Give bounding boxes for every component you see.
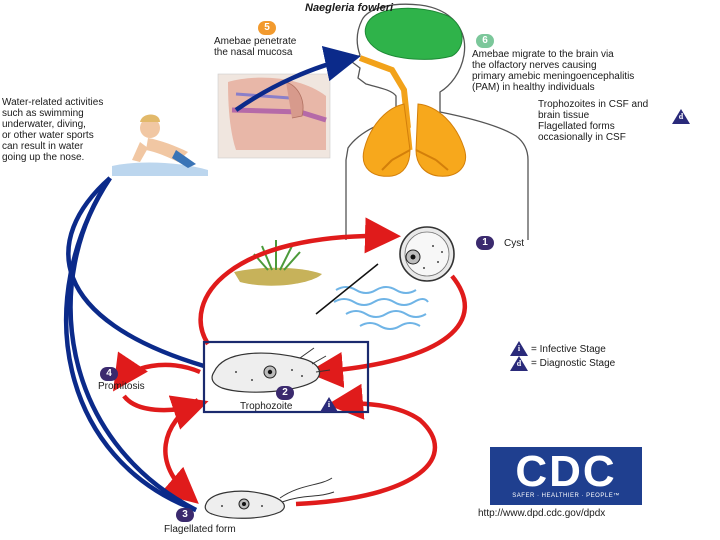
step-6-line: (PAM) in healthy individuals — [472, 82, 595, 93]
source-url[interactable]: http://www.dpd.cdc.gov/dpdx — [478, 508, 606, 519]
right-lung — [415, 103, 466, 177]
legend-infective-icon: i — [510, 341, 528, 356]
infective-letter: i — [327, 400, 331, 409]
infective-stage-icon: i — [320, 397, 338, 412]
csf-note: Trophozoites in CSF and brain tissue Fla… — [538, 99, 648, 143]
csf-line: occasionally in CSF — [538, 132, 626, 143]
water-waves — [333, 286, 429, 330]
cdc-logo: CDC SAFER · HEALTHIER · PEOPLE™ — [490, 447, 642, 505]
legend-diagnostic-letter: d — [516, 359, 522, 368]
cdc-logo-tagline: SAFER · HEALTHIER · PEOPLE™ — [512, 493, 620, 499]
step-6-line: the olfactory nerves causing — [472, 60, 597, 71]
left-lung — [362, 103, 411, 177]
step-1-label: Cyst — [504, 238, 524, 249]
brain — [364, 7, 463, 60]
csf-line: brain tissue — [538, 110, 590, 121]
csf-line: Trophozoites in CSF and — [538, 99, 649, 110]
water-activities-note: Water-related activities such as swimmin… — [2, 97, 103, 163]
step-6-label: Amebae migrate to the brain via the olfa… — [472, 49, 634, 93]
cyst — [399, 226, 455, 282]
step-3-label: Flagellated form — [164, 524, 236, 535]
trophozoite — [211, 347, 331, 393]
water-line: Water-related activities — [2, 97, 104, 108]
legend-diagnostic-label: = Diagnostic Stage — [531, 358, 616, 369]
bronchi — [381, 149, 449, 171]
step-2-label: Trophozoite — [240, 401, 293, 412]
step-5-line: Amebae penetrate — [214, 36, 297, 47]
step-4-label: Promitosis — [98, 381, 145, 392]
swimmer-illustration — [112, 114, 208, 176]
csf-line: Flagellated forms — [538, 121, 615, 132]
step-5-badge: 5 — [258, 21, 276, 35]
flagellated-form — [204, 477, 335, 519]
step-6-line: primary amebic meningoencephalitis — [472, 71, 635, 82]
water-line: can result in water — [2, 141, 84, 152]
trophozoite-highlight-box — [202, 340, 370, 414]
step-1-badge: 1 — [476, 236, 494, 250]
step-5-line: the nasal mucosa — [214, 47, 293, 58]
step-6-badge: 6 — [476, 34, 494, 48]
water-line: or other water sports — [2, 130, 94, 141]
legend-diagnostic-icon: d — [510, 356, 528, 371]
water-line: such as swimming — [2, 108, 84, 119]
diagnostic-stage-icon: d — [672, 109, 690, 124]
diagnostic-letter: d — [678, 112, 684, 121]
step-4-badge: 4 — [100, 367, 118, 381]
step-3-badge: 3 — [176, 508, 194, 522]
water-line: going up the nose. — [2, 152, 85, 163]
step-2-badge: 2 — [276, 386, 294, 400]
step-6-line: Amebae migrate to the brain via — [472, 49, 614, 60]
divider-slash — [315, 263, 379, 315]
red-cycle-arrows — [112, 217, 468, 507]
cdc-logo-text: CDC — [515, 447, 617, 496]
legend-infective-letter: i — [517, 344, 521, 353]
water-line: underwater, diving, — [2, 119, 86, 130]
step-5-label: Amebae penetrate the nasal mucosa — [214, 36, 296, 58]
blue-arrows — [63, 45, 361, 513]
legend-infective-label: = Infective Stage — [531, 344, 606, 355]
diagram-title: Naegleria fowleri — [305, 2, 394, 14]
soil-and-plant — [234, 240, 322, 286]
human-silhouette — [345, 3, 529, 240]
